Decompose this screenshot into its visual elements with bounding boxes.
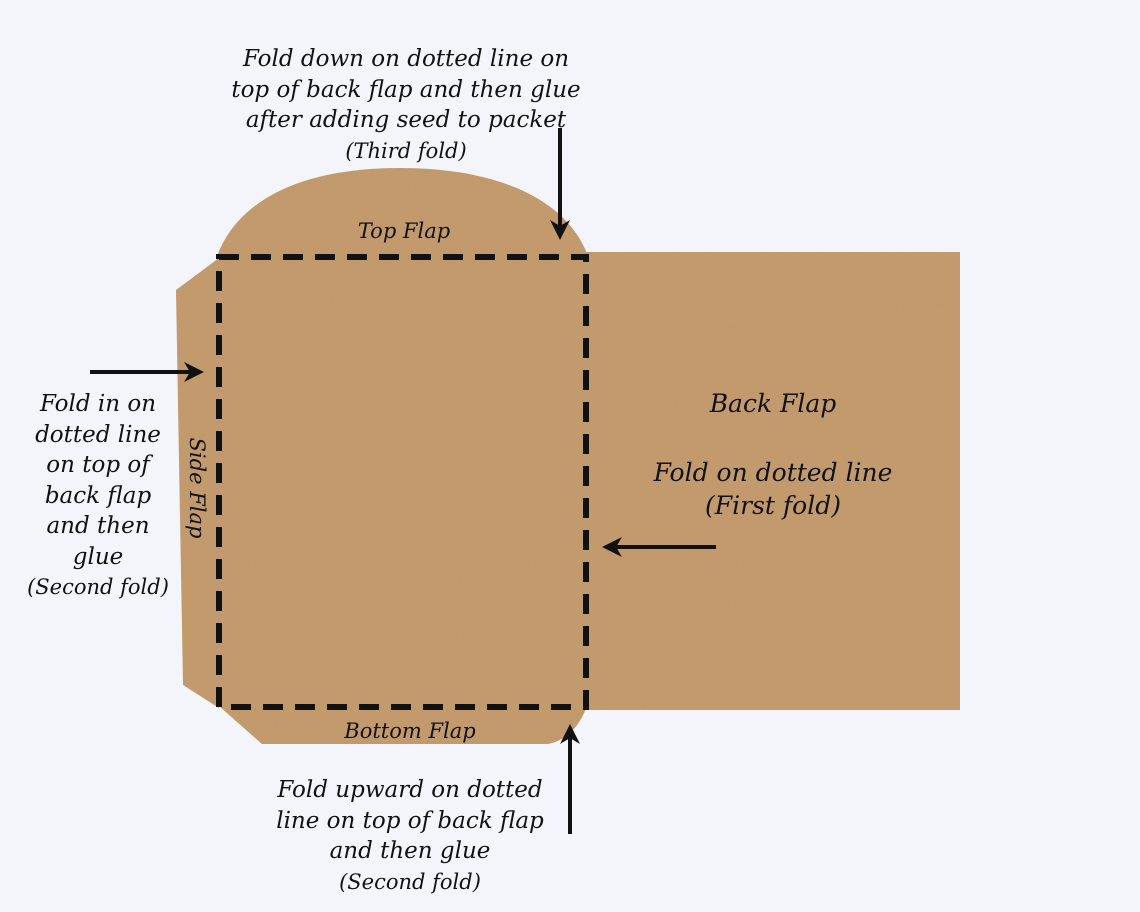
front-panel <box>217 255 587 707</box>
bottom-annotation-line: Fold upward on dotted <box>277 777 543 803</box>
left-annotation-line: glue <box>72 543 124 570</box>
bottom-flap-label: Bottom Flap <box>343 719 475 743</box>
left-annotation-line: on top of <box>46 452 150 478</box>
left-annotation-line: Fold in on <box>39 391 157 417</box>
left-annotation-line: back flap <box>44 482 152 509</box>
top-flap <box>217 168 588 256</box>
bottom-annotation-line: line on top of back flap <box>276 807 544 834</box>
left-annotation-line: dotted line <box>35 421 161 448</box>
bottom-annotation-line: and then glue <box>329 838 491 864</box>
bottom-annotation: Fold upward on dotted line on top of bac… <box>252 775 568 897</box>
left-annotation: Fold in on dotted line on top of back fl… <box>10 389 186 603</box>
left-annotation-line: (Second fold) <box>27 575 169 599</box>
back-flap <box>585 252 960 710</box>
bottom-annotation-line: (Second fold) <box>339 869 481 894</box>
side-flap-label: Side Flap <box>185 438 209 539</box>
back-flap-label: Back Flap <box>709 389 837 418</box>
back-flap-instruction-line-2: (First fold) <box>705 491 841 520</box>
left-annotation-line: and then <box>46 513 150 539</box>
top-annotation-line: Fold down on dotted line on <box>242 46 570 72</box>
back-flap-instruction-line-1: Fold on dotted line <box>653 458 893 487</box>
top-annotation-line: top of back flap and then glue <box>231 76 581 103</box>
top-annotation: Fold down on dotted line on top of back … <box>208 44 604 166</box>
bottom-flap <box>219 706 587 744</box>
dashed-fold-line <box>216 254 589 710</box>
top-annotation-line: after adding seed to packet <box>245 107 567 133</box>
top-flap-label: Top Flap <box>358 219 450 243</box>
top-annotation-line: (Third fold) <box>345 138 467 163</box>
